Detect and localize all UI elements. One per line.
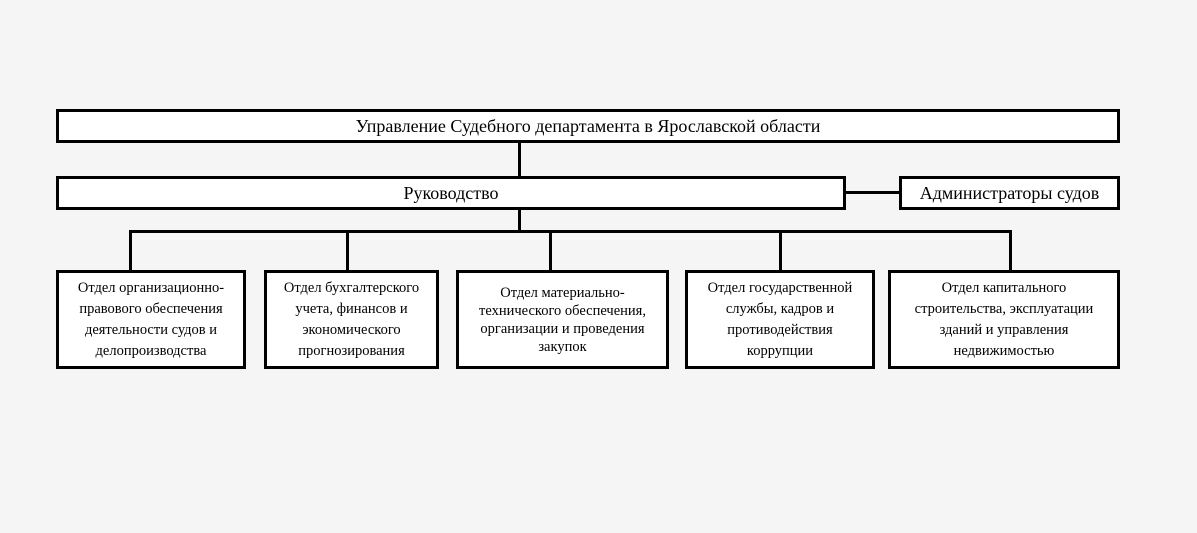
node-department-accounting: Отдел бухгалтерского учета, финансов и э…: [264, 270, 439, 369]
connector-department-2: [346, 230, 349, 270]
connector-department-5: [1009, 230, 1012, 270]
node-leadership: Руководство: [56, 176, 846, 210]
connector-department-4: [779, 230, 782, 270]
node-top-administration: Управление Судебного департамента в Ярос…: [56, 109, 1120, 143]
connector-leadership-to-admins: [846, 191, 899, 194]
connector-department-1: [129, 230, 132, 270]
node-top-administration-label: Управление Судебного департамента в Ярос…: [355, 115, 821, 136]
connector-leadership-to-bus: [518, 210, 521, 232]
node-department-legal: Отдел организационно- правового обеспече…: [56, 270, 246, 369]
node-department-logistics: Отдел материально- технического обеспече…: [456, 270, 669, 369]
node-department-logistics-label: Отдел материально- технического обеспече…: [479, 284, 646, 355]
node-department-accounting-label: Отдел бухгалтерского учета, финансов и э…: [283, 279, 420, 359]
node-department-legal-label: Отдел организационно- правового обеспече…: [77, 279, 225, 359]
node-department-hr: Отдел государственной службы, кадров и п…: [685, 270, 875, 369]
node-department-construction: Отдел капитального строительства, эксплу…: [888, 270, 1120, 369]
connector-department-3: [549, 230, 552, 270]
connector-top-to-leadership: [518, 143, 521, 176]
connector-department-bus: [129, 230, 1012, 233]
node-department-construction-label: Отдел капитального строительства, эксплу…: [914, 279, 1094, 359]
node-department-hr-label: Отдел государственной службы, кадров и п…: [707, 279, 853, 359]
node-court-administrators-label: Администраторы судов: [919, 182, 1100, 203]
node-leadership-label: Руководство: [403, 182, 499, 203]
node-court-administrators: Администраторы судов: [899, 176, 1120, 210]
